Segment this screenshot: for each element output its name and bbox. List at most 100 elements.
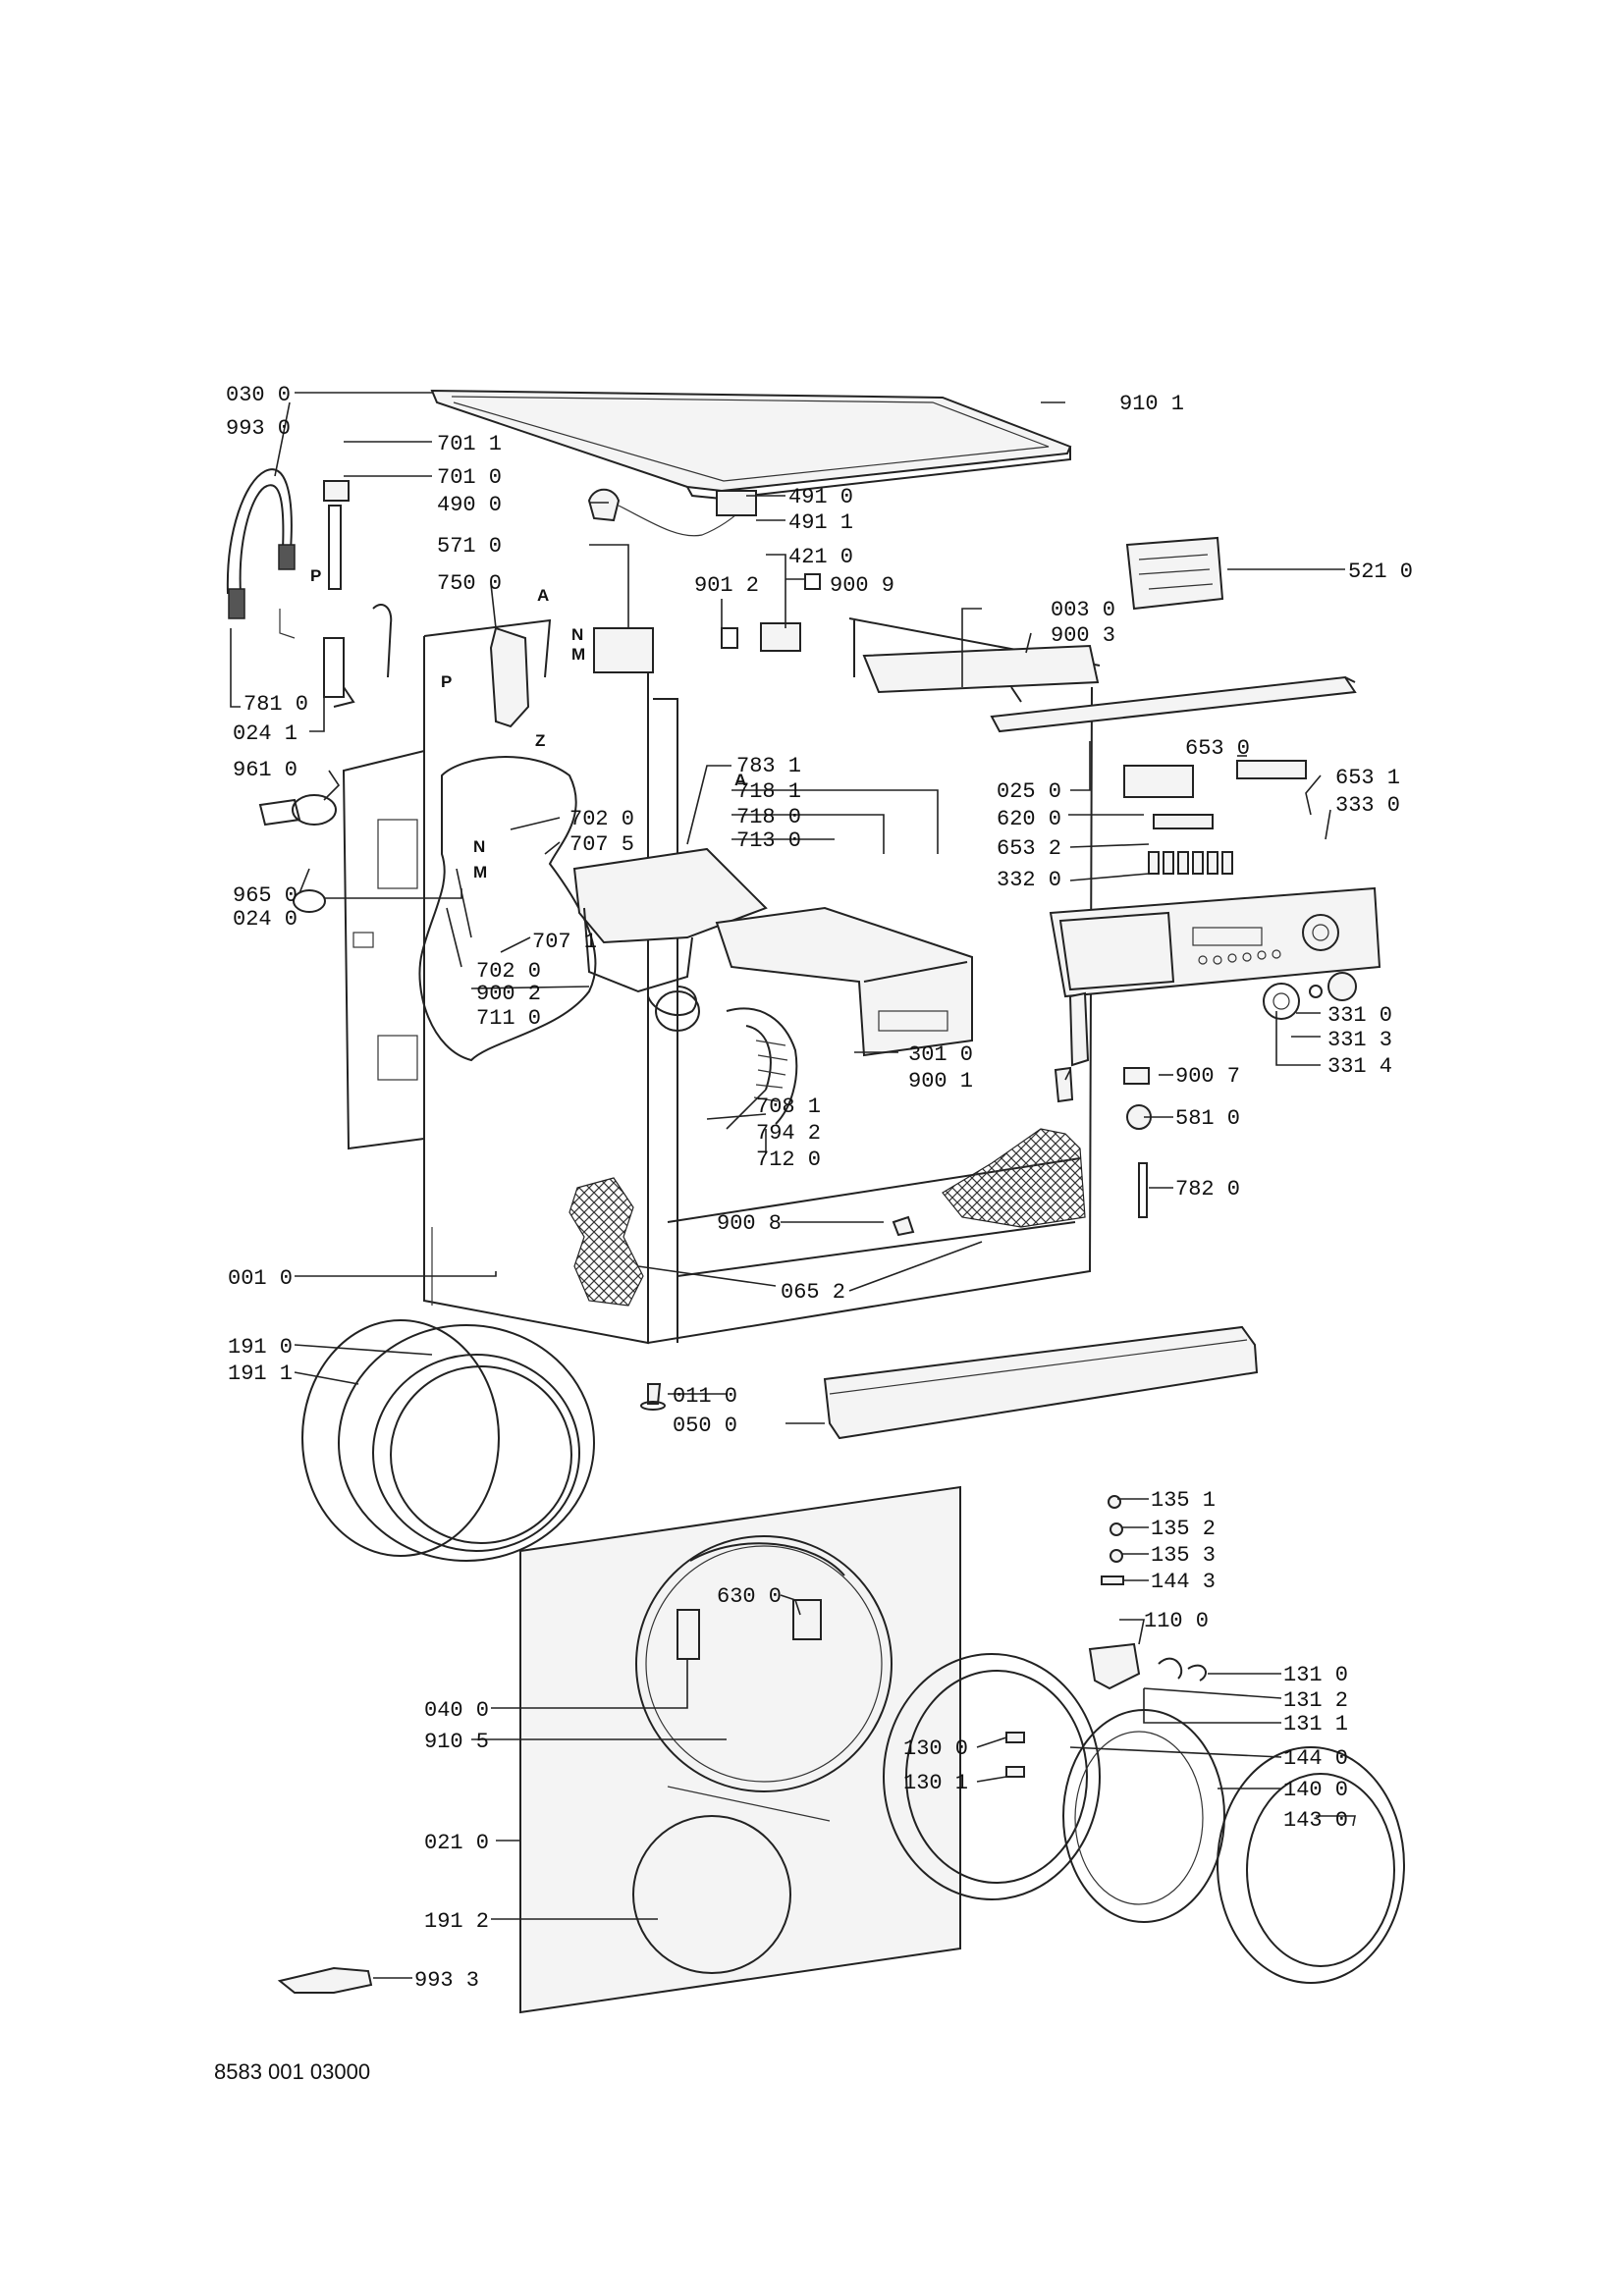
letter-markers: P P A Z N M A N M [310, 566, 746, 881]
part-label: 900 3 [1051, 623, 1115, 648]
part-label: 333 0 [1335, 793, 1400, 818]
part-label: 003 0 [1051, 598, 1115, 622]
part-label: 781 0 [244, 692, 308, 717]
top-cover [430, 389, 1072, 493]
part-label: 021 0 [424, 1831, 489, 1855]
part-label: 191 2 [424, 1909, 489, 1934]
letter-marker: N [473, 837, 485, 856]
part-label: 653 0 [1185, 736, 1250, 761]
part-label: 900 8 [717, 1211, 782, 1236]
part-label: 135 2 [1151, 1517, 1216, 1541]
part-label: 701 1 [437, 432, 502, 456]
door-ring [883, 1653, 1101, 1900]
part-label: 718 0 [736, 805, 801, 829]
door-seal [301, 1319, 500, 1557]
door-frame [1217, 1746, 1405, 1984]
part-label: 993 0 [226, 416, 291, 441]
part-label: 140 0 [1283, 1778, 1348, 1802]
dispenser-housing [572, 847, 768, 944]
drain-hose [726, 1007, 798, 1125]
part-label: 702 0 [476, 959, 541, 984]
letter-marker: A [537, 586, 549, 605]
part-label: 331 0 [1327, 1003, 1392, 1028]
part-label: 135 1 [1151, 1488, 1216, 1513]
part-label: 571 0 [437, 534, 502, 559]
drawer [715, 906, 973, 1057]
part-label: 421 0 [788, 545, 853, 569]
knob [1263, 983, 1300, 1020]
part-label: 620 0 [997, 807, 1061, 831]
part-label: 144 0 [1283, 1746, 1348, 1771]
part-label: 191 0 [228, 1335, 293, 1360]
rear-panel [342, 749, 425, 1150]
kickplate [823, 1325, 1259, 1440]
door-hook [277, 1966, 373, 1994]
part-label: 783 1 [736, 754, 801, 778]
letter-marker: P [310, 566, 321, 585]
part-label: 701 0 [437, 465, 502, 490]
part-label: 025 0 [997, 779, 1061, 804]
part-label: 024 1 [233, 721, 298, 746]
part-label: 011 0 [673, 1384, 737, 1409]
part-label: 130 0 [903, 1736, 968, 1761]
part-label: 630 0 [717, 1584, 782, 1609]
part-label: 065 2 [781, 1280, 845, 1305]
part-label: 301 0 [908, 1042, 973, 1067]
part-label: 024 0 [233, 907, 298, 932]
letter-marker: M [473, 863, 487, 881]
part-label: 900 2 [476, 982, 541, 1006]
part-label: 900 9 [830, 573, 894, 598]
part-label: 708 1 [756, 1095, 821, 1119]
front-panel [519, 1485, 961, 2014]
letter-marker: A [734, 771, 746, 789]
filter-assembly [489, 626, 530, 728]
part-label: 110 0 [1144, 1609, 1209, 1633]
part-label: 131 1 [1283, 1712, 1348, 1736]
part-label: 491 1 [788, 510, 853, 535]
part-number-labels: 030 0 993 0 701 1 701 0 490 0 491 0 491 … [226, 383, 1413, 1993]
part-label: 750 0 [437, 571, 502, 596]
part-label: 581 0 [1175, 1106, 1240, 1131]
part-label: 331 4 [1327, 1054, 1392, 1079]
part-label: 135 3 [1151, 1543, 1216, 1568]
part-label: 910 1 [1119, 392, 1184, 416]
part-label: 707 1 [532, 930, 597, 954]
part-label: 491 0 [788, 485, 853, 509]
part-label: 901 2 [694, 573, 759, 598]
part-label: 130 1 [903, 1771, 968, 1795]
part-label: 144 3 [1151, 1570, 1216, 1594]
part-label: 961 0 [233, 758, 298, 782]
inlet-hose [226, 468, 293, 595]
part-label: 131 0 [1283, 1663, 1348, 1687]
part-label: 993 3 [414, 1968, 479, 1993]
letter-marker: P [441, 672, 452, 691]
insulation-pad-left [568, 1177, 644, 1307]
part-label: 191 1 [228, 1362, 293, 1386]
part-label: 653 1 [1335, 766, 1400, 790]
part-label: 794 2 [756, 1121, 821, 1146]
letter-marker: N [571, 625, 583, 644]
part-label: 702 0 [569, 807, 634, 831]
control-board [1125, 536, 1224, 611]
part-label: 910 5 [424, 1730, 489, 1754]
part-label: 707 5 [569, 832, 634, 857]
part-label: 040 0 [424, 1698, 489, 1723]
part-label: 332 0 [997, 868, 1061, 892]
part-label: 782 0 [1175, 1177, 1240, 1201]
part-label: 653 2 [997, 836, 1061, 861]
leader-lines [230, 392, 1356, 1979]
part-label: 712 0 [756, 1148, 821, 1172]
insulation-pad-right [942, 1128, 1086, 1228]
door-glass [1062, 1709, 1225, 1923]
part-label: 965 0 [233, 883, 298, 908]
part-label: 030 0 [226, 383, 291, 407]
part-label: 900 7 [1175, 1064, 1240, 1089]
part-label: 713 0 [736, 828, 801, 853]
part-label: 490 0 [437, 493, 502, 517]
part-label: 718 1 [736, 779, 801, 804]
part-label: 900 1 [908, 1069, 973, 1094]
part-label: 521 0 [1348, 560, 1413, 584]
part-label: 131 2 [1283, 1688, 1348, 1713]
part-label: 050 0 [673, 1414, 737, 1438]
